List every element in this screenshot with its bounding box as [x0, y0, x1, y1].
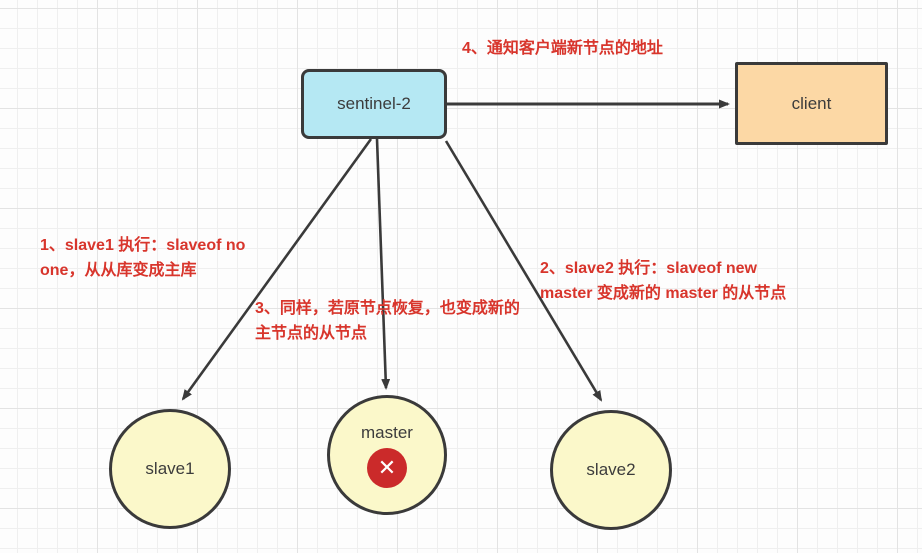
node-slave2: slave2 — [550, 410, 672, 530]
node-slave1: slave1 — [109, 409, 231, 529]
annotation-step3: 3、同样，若原节点恢复，也变成新的主节点的从节点 — [255, 300, 520, 342]
node-slave1-label: slave1 — [145, 459, 195, 478]
node-sentinel-2-label: sentinel-2 — [337, 94, 411, 113]
node-master-label: master — [361, 422, 413, 442]
arrow-sentinel-to-master — [375, 138, 391, 390]
annotation-step1: 1、slave1 执行：slaveof no one，从从库变成主库 — [40, 237, 246, 279]
annotation-step2: 2、slave2 执行：slaveof new master 变成新的 mast… — [540, 260, 787, 302]
node-sentinel-2: sentinel-2 — [301, 69, 447, 139]
arrow-sentinel-to-slave2 — [444, 140, 603, 402]
node-master: master ✕ — [327, 395, 447, 515]
arrow-sentinel-to-slave1 — [181, 138, 373, 401]
node-slave2-label: slave2 — [586, 460, 636, 479]
node-client-label: client — [791, 93, 832, 113]
annotation-step4: 4、通知客户端新节点的地址 — [462, 40, 663, 57]
master-down-x-icon: ✕ — [367, 447, 407, 488]
node-client: client — [735, 62, 888, 145]
